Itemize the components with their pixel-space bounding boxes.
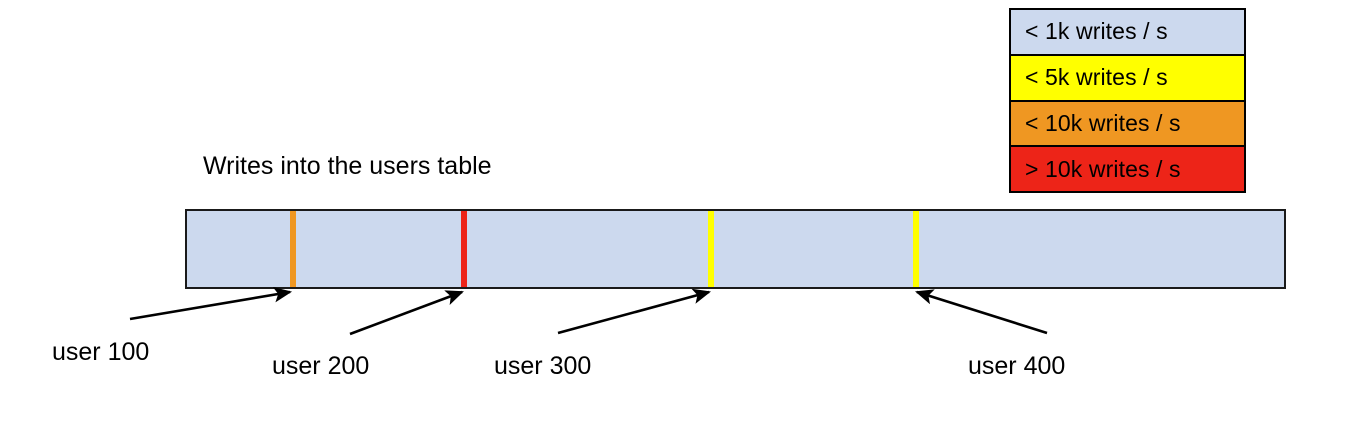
callout-arrow-2	[557, 288, 712, 335]
marker-user-300	[708, 211, 714, 287]
legend-row-4: > 10k writes / s	[1011, 147, 1244, 191]
marker-user-400	[913, 211, 919, 287]
legend-row-3: < 10k writes / s	[1011, 101, 1244, 148]
callout-label-user-100: user 100	[52, 338, 150, 366]
marker-user-100	[290, 211, 296, 287]
callout-arrow-3	[915, 289, 1048, 335]
legend-label-2: < 5k writes / s	[1025, 64, 1168, 91]
callout-arrow-0	[129, 286, 293, 321]
marker-user-200	[461, 211, 467, 287]
users-table-bar	[185, 209, 1286, 289]
chart-title: Writes into the users table	[203, 152, 492, 180]
legend-label-1: < 1k writes / s	[1025, 18, 1168, 45]
legend-label-4: > 10k writes / s	[1025, 155, 1181, 182]
legend-label-3: < 10k writes / s	[1025, 109, 1181, 136]
callout-label-user-200: user 200	[272, 352, 370, 380]
legend-row-2: < 5k writes / s	[1011, 55, 1244, 102]
callout-arrow-1	[349, 290, 464, 336]
callout-label-user-400: user 400	[968, 352, 1066, 380]
callout-label-user-300: user 300	[494, 352, 592, 380]
legend-row-1: < 1k writes / s	[1011, 10, 1244, 56]
legend: < 1k writes / s < 5k writes / s < 10k wr…	[1009, 8, 1246, 193]
